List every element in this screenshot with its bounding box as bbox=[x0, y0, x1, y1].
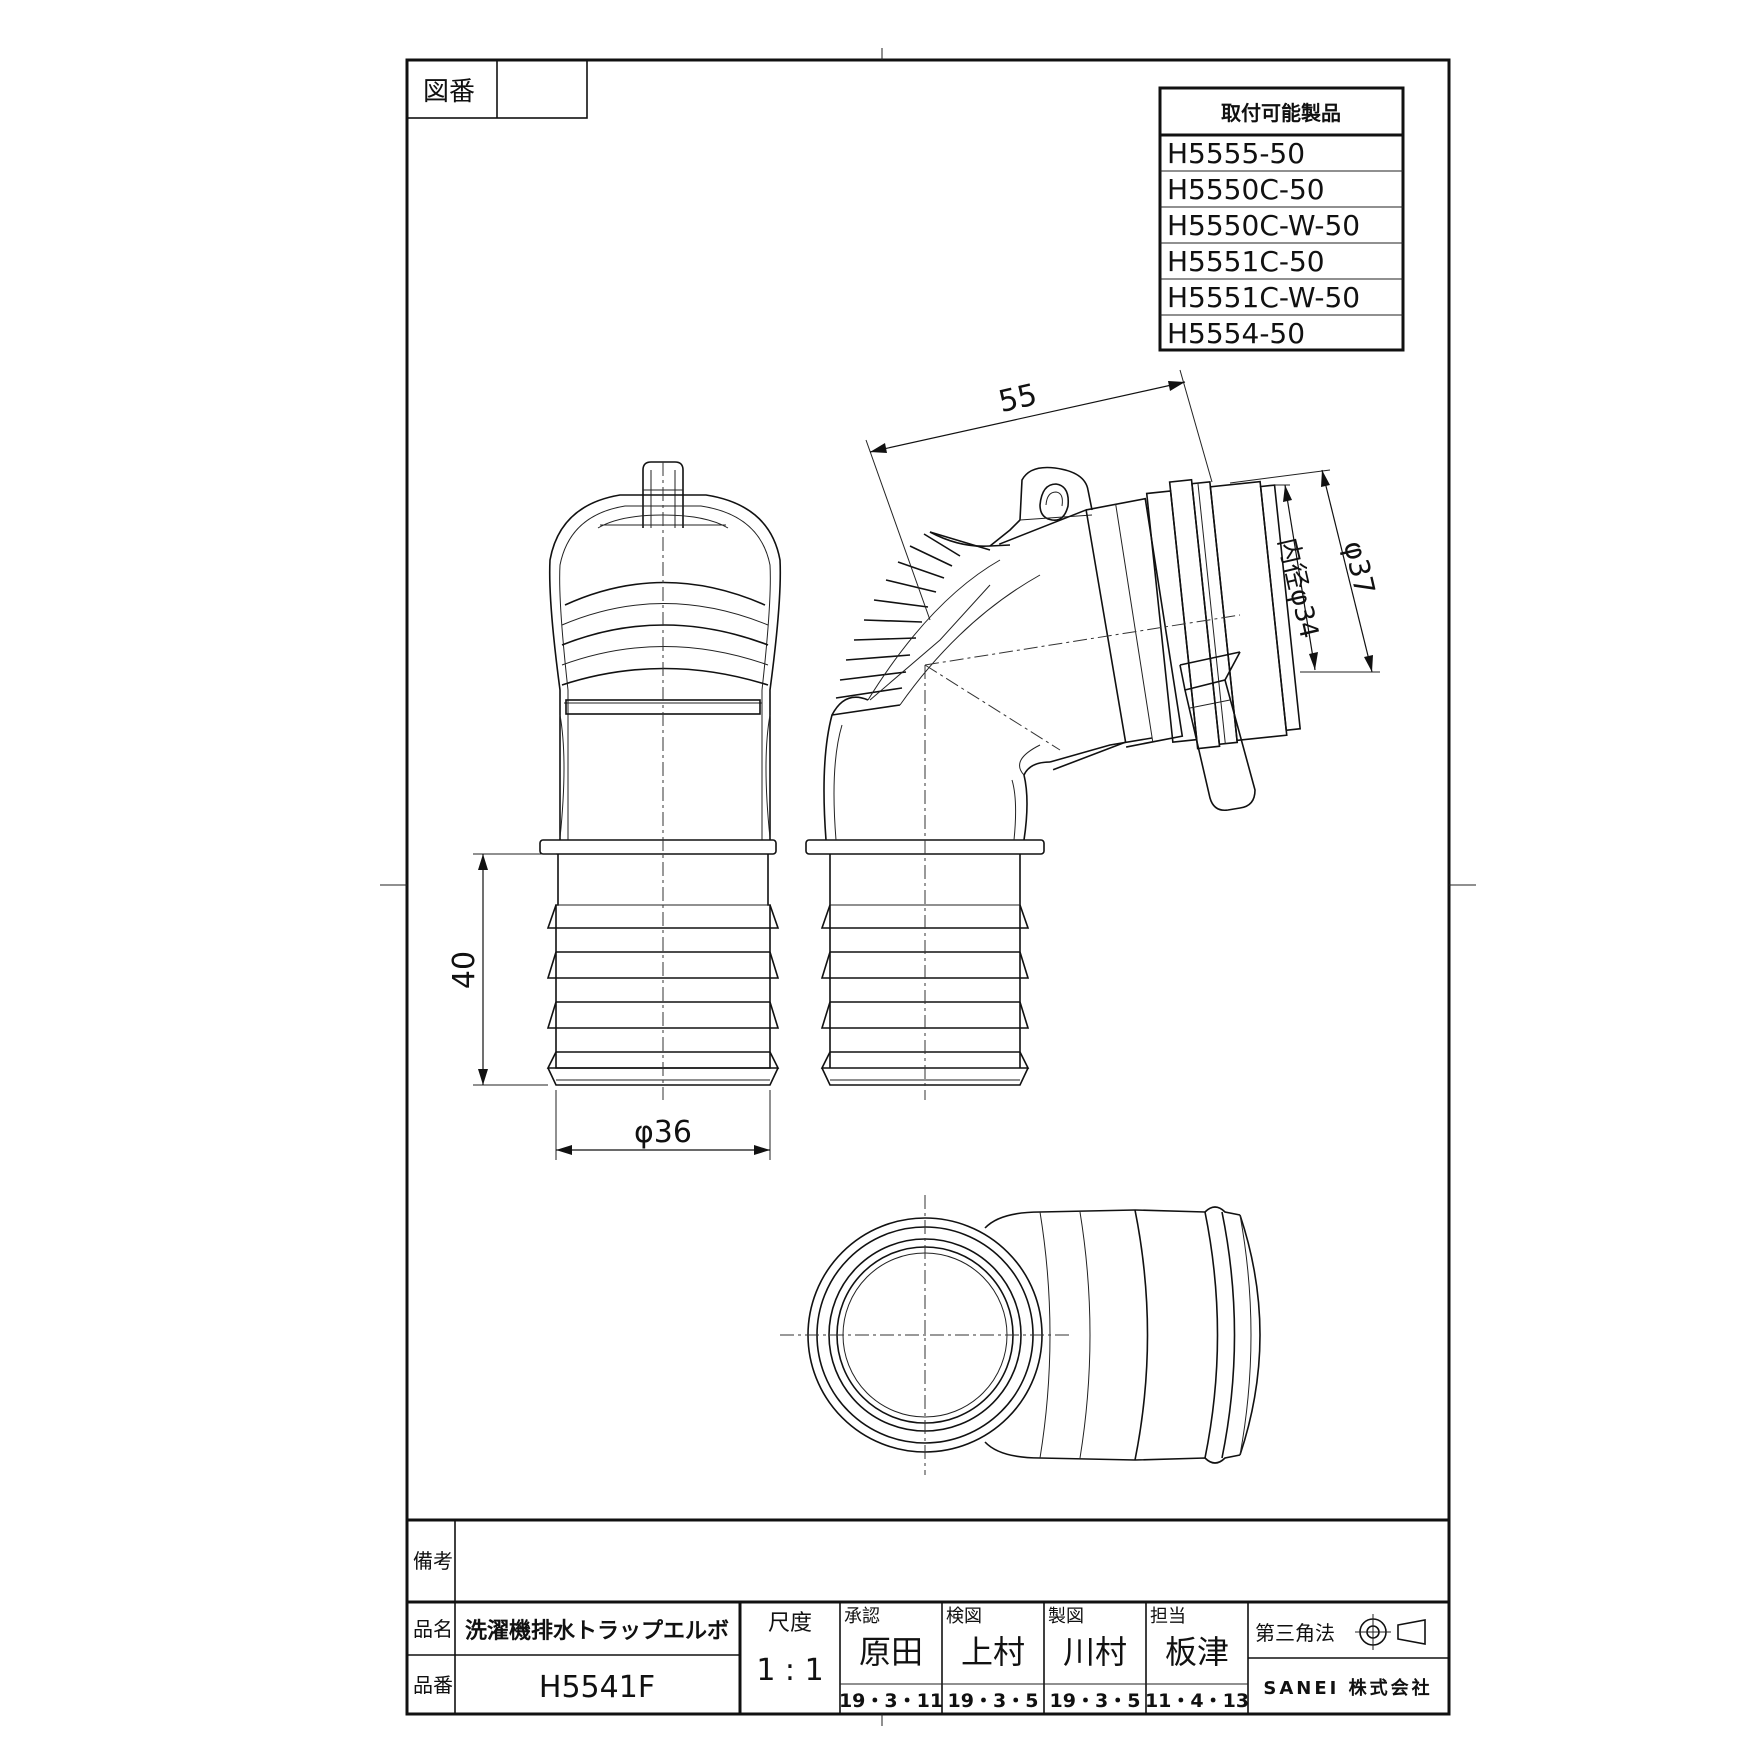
dimension-diameters: φ37 内径φ34 bbox=[1229, 469, 1381, 673]
top-view bbox=[780, 1195, 1261, 1475]
title-block: 備考 品名 洗濯機排水トラップエルボ 品番 H5541F 尺度 1 : 1 承認… bbox=[407, 1518, 1449, 1714]
center-marks bbox=[380, 48, 1476, 1726]
draft-label: 製図 bbox=[1048, 1606, 1084, 1627]
dimension-outer-diameter-label: φ37 bbox=[1337, 538, 1381, 598]
company-name: SANEI 株式会社 bbox=[1263, 1677, 1432, 1699]
side-view bbox=[805, 466, 1302, 1100]
approval-date: 19・3・11 bbox=[839, 1690, 943, 1712]
charge-label: 担当 bbox=[1150, 1606, 1186, 1627]
compatible-product-item: H5551C-W-50 bbox=[1167, 281, 1360, 314]
charge-name: 板津 bbox=[1165, 1633, 1229, 1671]
compatible-product-item: H5554-50 bbox=[1167, 317, 1305, 350]
approval-label: 承認 bbox=[844, 1606, 880, 1627]
draft-date: 19・3・5 bbox=[1050, 1690, 1141, 1712]
compatible-product-item: H5550C-W-50 bbox=[1167, 209, 1360, 242]
product-name-label: 品名 bbox=[413, 1617, 453, 1641]
compatible-product-item: H5550C-50 bbox=[1167, 173, 1325, 206]
dimension-spigot-diameter-label: φ36 bbox=[634, 1115, 692, 1150]
compatible-product-item: H5555-50 bbox=[1167, 137, 1305, 170]
clamp-lever bbox=[1184, 679, 1256, 812]
check-name: 上村 bbox=[961, 1633, 1025, 1671]
dimension-length-label: 55 bbox=[995, 377, 1040, 420]
compatible-products-table: 取付可能製品 H5555-50 H5550C-50 H5550C-W-50 H5… bbox=[1158, 86, 1405, 352]
dimension-length: 55 bbox=[865, 369, 1213, 621]
dimension-height: 40 bbox=[447, 853, 556, 1086]
charge-date: 11・4・13 bbox=[1145, 1690, 1249, 1712]
scale-value: 1 : 1 bbox=[756, 1653, 823, 1688]
dimension-spigot-diameter: φ36 bbox=[555, 1090, 771, 1160]
draft-name: 川村 bbox=[1063, 1633, 1127, 1671]
projection-label: 第三角法 bbox=[1255, 1621, 1335, 1645]
front-view bbox=[539, 461, 782, 1100]
check-date: 19・3・5 bbox=[948, 1690, 1039, 1712]
drawing-number-box: 図番 bbox=[406, 59, 588, 119]
product-number: H5541F bbox=[539, 1670, 655, 1705]
compatible-products-header: 取付可能製品 bbox=[1221, 101, 1341, 125]
dimension-inner-diameter-label: 内径φ34 bbox=[1272, 535, 1324, 641]
compatible-product-item: H5551C-50 bbox=[1167, 245, 1325, 278]
third-angle-projection-icon bbox=[1355, 1614, 1426, 1650]
remarks-label: 備考 bbox=[413, 1549, 453, 1573]
bellows bbox=[831, 531, 991, 716]
drawing-number-label: 図番 bbox=[423, 77, 475, 107]
scale-label: 尺度 bbox=[768, 1611, 812, 1636]
product-name: 洗濯機排水トラップエルボ bbox=[465, 1619, 729, 1644]
drawing-frame bbox=[405, 58, 1451, 1716]
approval-name: 原田 bbox=[859, 1633, 923, 1671]
product-number-label: 品番 bbox=[413, 1673, 453, 1697]
dimension-height-label: 40 bbox=[447, 951, 482, 989]
check-label: 検図 bbox=[946, 1606, 982, 1627]
